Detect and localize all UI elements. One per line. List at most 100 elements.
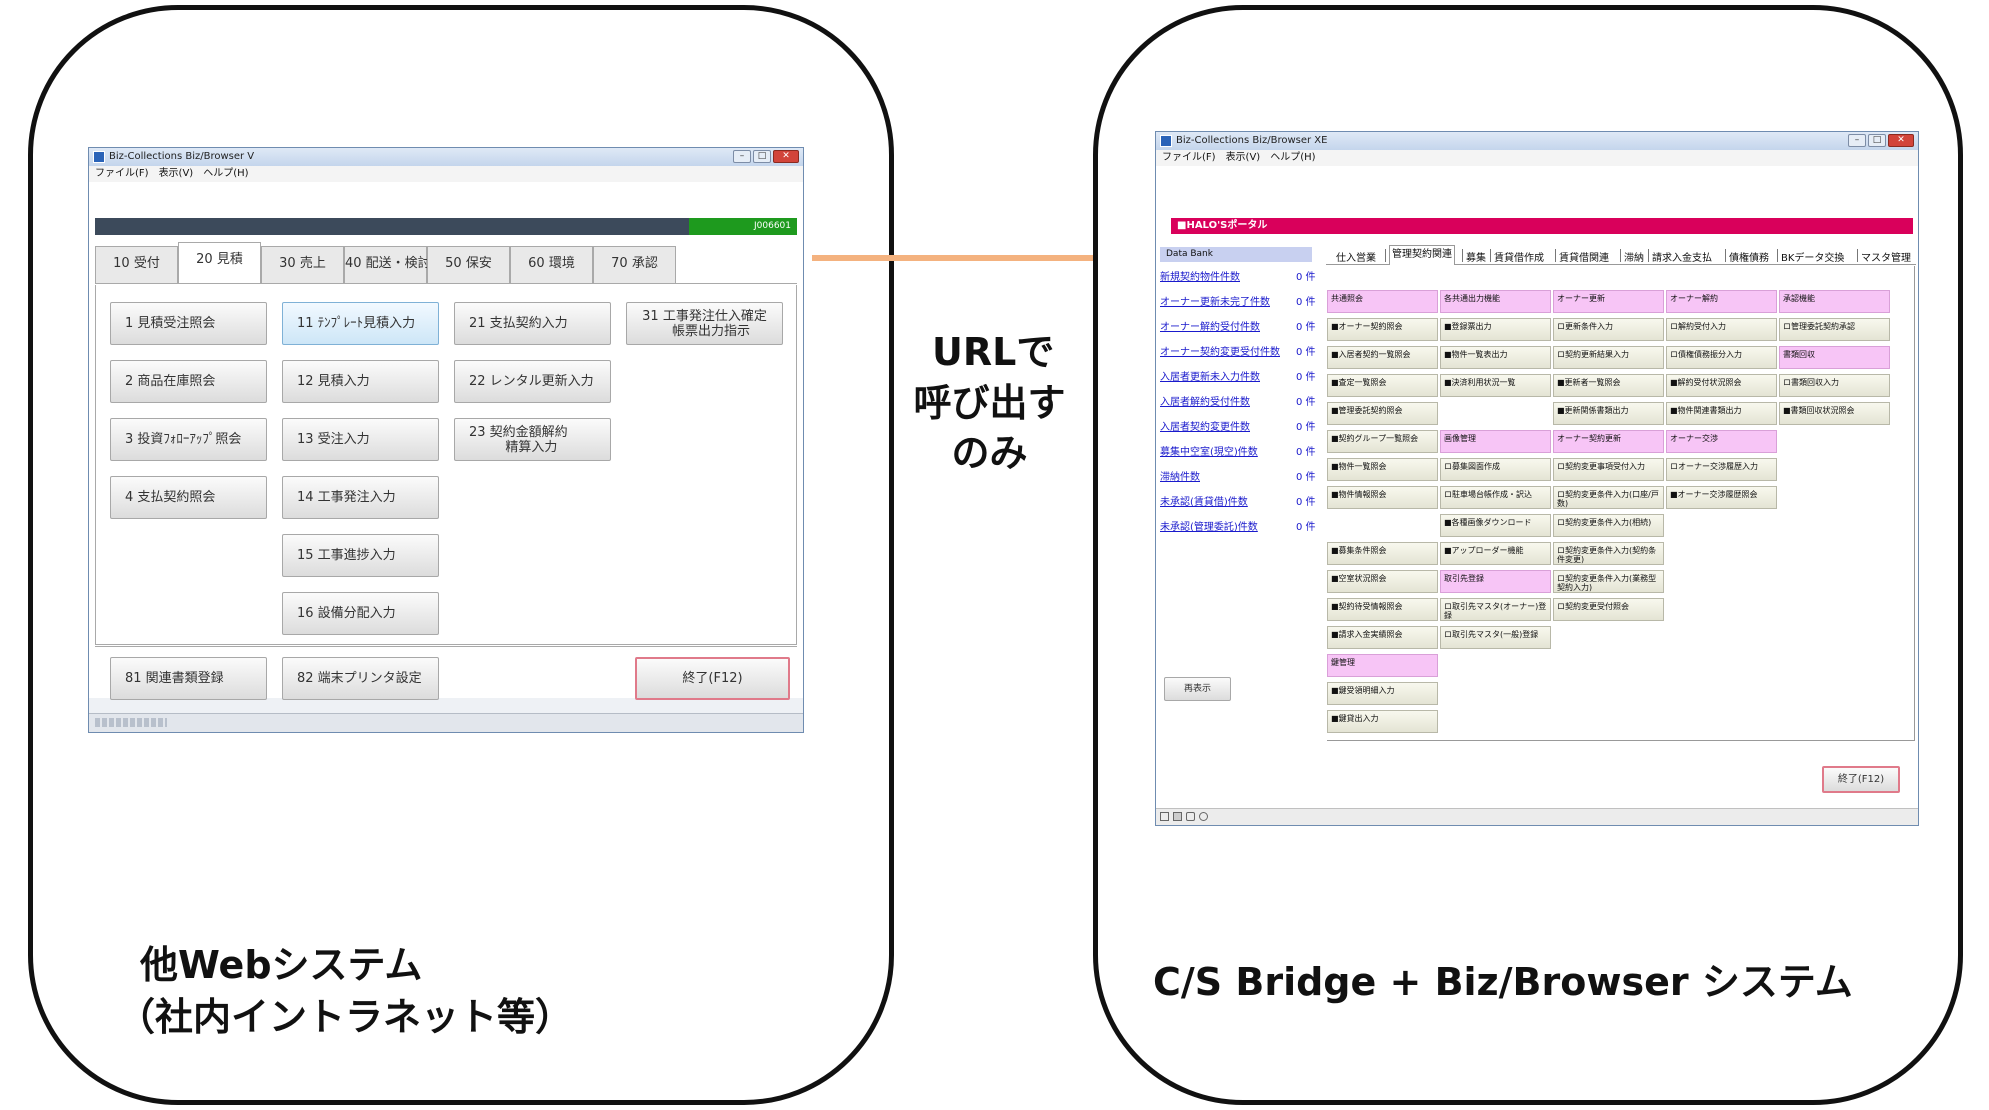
button-4-shiharai-keiyaku[interactable]: 4 支払契約照会	[110, 476, 267, 519]
tab-60-kankyo[interactable]: 60 環境	[510, 246, 593, 283]
redisplay-button[interactable]: 再表示	[1164, 677, 1231, 701]
tab-20-mitsumori[interactable]: 20 見積	[178, 242, 261, 283]
button-3-toshi-followup[interactable]: 3 投資ﾌｫﾛｰｱｯﾌﾟ照会	[110, 418, 267, 461]
menu-henko-uketsuke-shokai[interactable]: ロ契約変更受付照会	[1553, 598, 1664, 621]
menu-help[interactable]: ヘルプ(H)	[1270, 152, 1316, 163]
menu-henko-gyomu-gata[interactable]: ロ契約変更条件入力(業務型契約入力)	[1553, 570, 1664, 593]
minimize-icon[interactable]: –	[733, 150, 751, 163]
button-81-kanren-shorui[interactable]: 81 関連書類登録	[110, 657, 267, 700]
menu-file[interactable]: ファイル(F)	[95, 168, 149, 179]
menu-kaiyaku-uketsuke[interactable]: ロ解約受付入力	[1666, 318, 1777, 341]
menu-torokuhyo[interactable]: ■登録票出力	[1440, 318, 1551, 341]
link-shinki-keiyaku[interactable]: 新規契約物件件数	[1160, 272, 1240, 283]
menu-kaiyaku-uketsuke-jokyo[interactable]: ■解約受付状況照会	[1666, 374, 1777, 397]
maximize-icon[interactable]: □	[1868, 134, 1886, 147]
tab-saiken-saimu[interactable]: 債権債務	[1729, 253, 1769, 264]
menu-keiyaku-group-ichiran[interactable]: ■契約グループ一覧照会	[1327, 430, 1438, 453]
tab-70-shonin[interactable]: 70 承認	[593, 246, 676, 283]
menu-kessai-riyo-jokyo[interactable]: ■決済利用状況一覧	[1440, 374, 1551, 397]
link-owner-kaiyaku[interactable]: オーナー解約受付件数	[1160, 322, 1260, 333]
tab-master-kanri[interactable]: マスタ管理	[1861, 253, 1911, 264]
menu-torihikisaki-owner[interactable]: ロ取引先マスタ(オーナー)登録	[1440, 598, 1551, 621]
button-16-setsubi-bunpai[interactable]: 16 設備分配入力	[282, 592, 439, 635]
menu-henko-jiko-uketsuke[interactable]: ロ契約変更事項受付入力	[1553, 458, 1664, 481]
menu-satei-ichiran[interactable]: ■査定一覧照会	[1327, 374, 1438, 397]
button-82-tanmatsu-printer[interactable]: 82 端末プリンタ設定	[282, 657, 439, 700]
minimize-icon[interactable]: –	[1848, 134, 1866, 147]
menu-boshu-joken[interactable]: ■募集条件照会	[1327, 542, 1438, 565]
link-nyukyosha-kaiyaku[interactable]: 入居者解約受付件数	[1160, 397, 1250, 408]
tab-40-haiso[interactable]: 40 配送・検討	[344, 246, 431, 283]
menu-help[interactable]: ヘルプ(H)	[203, 168, 249, 179]
menu-kanri-itaku-keiyaku[interactable]: ■管理委託契約照会	[1327, 402, 1438, 425]
menu-torihikisaki-ippan[interactable]: ロ取引先マスタ(一般)登録	[1440, 626, 1551, 649]
link-mishonin-chintai[interactable]: 未承認(賃貸借)件数	[1160, 497, 1248, 508]
menu-kosho-rireki-nyuryoku[interactable]: ロオーナー交渉履歴入力	[1666, 458, 1777, 481]
close-icon[interactable]: ✕	[773, 150, 799, 163]
menu-kagi-juryo[interactable]: ■鍵受領明細入力	[1327, 682, 1438, 705]
right-exit-button[interactable]: 終了(F12)	[1822, 766, 1900, 793]
menu-file[interactable]: ファイル(F)	[1162, 152, 1216, 163]
menu-boshu-zumen[interactable]: ロ募集図面作成	[1440, 458, 1551, 481]
menu-kosho-rireki-shokai[interactable]: ■オーナー交渉履歴照会	[1666, 486, 1777, 509]
link-mishonin-kanri[interactable]: 未承認(管理委託)件数	[1160, 522, 1258, 533]
tab-tainou[interactable]: 滞納	[1624, 253, 1644, 264]
maximize-icon[interactable]: □	[753, 150, 771, 163]
tab-kanri-keiyaku[interactable]: 管理契約関連	[1389, 245, 1455, 265]
menu-koshin-joken[interactable]: ロ更新条件入力	[1553, 318, 1664, 341]
button-12-mitsumori[interactable]: 12 見積入力	[282, 360, 439, 403]
button-11-template-mitsumori[interactable]: 11 ﾃﾝﾌﾟﾚｰﾄ見積入力	[282, 302, 439, 345]
menu-saiken-saimu-furiwake[interactable]: ロ債権債務振分入力	[1666, 346, 1777, 369]
button-22-rental-koshin[interactable]: 22 レンタル更新入力	[454, 360, 611, 403]
menu-koshinsha-ichiran[interactable]: ■更新者一覧照会	[1553, 374, 1664, 397]
tab-50-hoan[interactable]: 50 保安	[427, 246, 510, 283]
close-icon[interactable]: ✕	[1888, 134, 1914, 147]
link-owner-keiyaku-henko[interactable]: オーナー契約変更受付件数	[1160, 347, 1280, 358]
button-15-koji-shinchoku[interactable]: 15 工事進捗入力	[282, 534, 439, 577]
button-2-shohin-zaiko[interactable]: 2 商品在庫照会	[110, 360, 267, 403]
menu-bukken-ichiranhyo[interactable]: ■物件一覧表出力	[1440, 346, 1551, 369]
link-nyukyosha-koshin[interactable]: 入居者更新未入力件数	[1160, 372, 1260, 383]
menu-henko-koza-kosu[interactable]: ロ契約変更条件入力(口座/戸数)	[1553, 486, 1664, 509]
menu-keiyaku-taiju-joho[interactable]: ■契約待受情報照会	[1327, 598, 1438, 621]
menu-kagi-kashidashi[interactable]: ■鍵貸出入力	[1327, 710, 1438, 733]
tab-chintaishaku-sakusei[interactable]: 賃貸借作成	[1494, 253, 1544, 264]
tab-chintaishaku-kanren[interactable]: 賃貸借関連	[1559, 253, 1609, 264]
tab-30-uriage[interactable]: 30 売上	[261, 246, 344, 283]
button-14-koji-hatchu[interactable]: 14 工事発注入力	[282, 476, 439, 519]
link-nyukyosha-keiyaku-henko[interactable]: 入居者契約変更件数	[1160, 422, 1250, 433]
button-31-koji-hatchu-shiire[interactable]: 31 工事発注仕入確定 帳票出力指示	[626, 302, 783, 345]
menu-shorui-kaishu-jokyo[interactable]: ■書類回収状況照会	[1779, 402, 1890, 425]
tab-10-uketsuke[interactable]: 10 受付	[95, 246, 178, 283]
tab-shiire-eigyo[interactable]: 仕入営業	[1336, 253, 1376, 264]
button-13-juchu[interactable]: 13 受注入力	[282, 418, 439, 461]
menu-chushajo-daicho[interactable]: ロ駐車場台帳作成・訳込	[1440, 486, 1551, 509]
link-owner-koshin-mikanryo[interactable]: オーナー更新未完了件数	[1160, 297, 1270, 308]
menu-uploader[interactable]: ■アップローダー機能	[1440, 542, 1551, 565]
link-tainou[interactable]: 滞納件数	[1160, 472, 1200, 483]
menu-view[interactable]: 表示(V)	[158, 168, 194, 179]
menu-owner-keiyaku-shokai[interactable]: ■オーナー契約照会	[1327, 318, 1438, 341]
menu-kanri-itaku-shonin[interactable]: ロ管理委託契約承認	[1779, 318, 1890, 341]
tab-boshu[interactable]: 募集	[1466, 253, 1486, 264]
button-23-keiyaku-kingaku-kaiyaku[interactable]: 23 契約金額解約 精算入力	[454, 418, 611, 461]
menu-bukken-joho[interactable]: ■物件情報照会	[1327, 486, 1438, 509]
link-boshu-kushitsu[interactable]: 募集中空室(現空)件数	[1160, 447, 1258, 458]
menu-gazo-download[interactable]: ■各種画像ダウンロード	[1440, 514, 1551, 537]
menu-bukken-kanren-shorui[interactable]: ■物件関連書類出力	[1666, 402, 1777, 425]
menu-koshin-kankei-shorui[interactable]: ■更新関係書類出力	[1553, 402, 1664, 425]
tab-bk-data-kokan[interactable]: BKデータ交換	[1781, 253, 1845, 264]
exit-button[interactable]: 終了(F12)	[635, 657, 790, 700]
menu-keiyaku-koshin-kekka[interactable]: ロ契約更新結果入力	[1553, 346, 1664, 369]
menu-seikyu-nyukin-jisseki[interactable]: ■請求入金実績照会	[1327, 626, 1438, 649]
tab-seikyu-nyukin[interactable]: 請求入金支払	[1652, 253, 1712, 264]
menu-nyukyosha-keiyaku-ichiran[interactable]: ■入居者契約一覧照会	[1327, 346, 1438, 369]
button-1-mitsumori-juchu[interactable]: 1 見積受注照会	[110, 302, 267, 345]
menu-henko-sozoku[interactable]: ロ契約変更条件入力(相続)	[1553, 514, 1664, 537]
menu-henko-keiyaku-joken[interactable]: ロ契約変更条件入力(契約条件変更)	[1553, 542, 1664, 565]
menu-kushitsu-jokyo[interactable]: ■空室状況照会	[1327, 570, 1438, 593]
menu-view[interactable]: 表示(V)	[1225, 152, 1261, 163]
button-21-shiharai-keiyaku-nyuryoku[interactable]: 21 支払契約入力	[454, 302, 611, 345]
menu-bukken-ichiran[interactable]: ■物件一覧照会	[1327, 458, 1438, 481]
menu-shorui-kaishu-nyuryoku[interactable]: ロ書類回収入力	[1779, 374, 1890, 397]
